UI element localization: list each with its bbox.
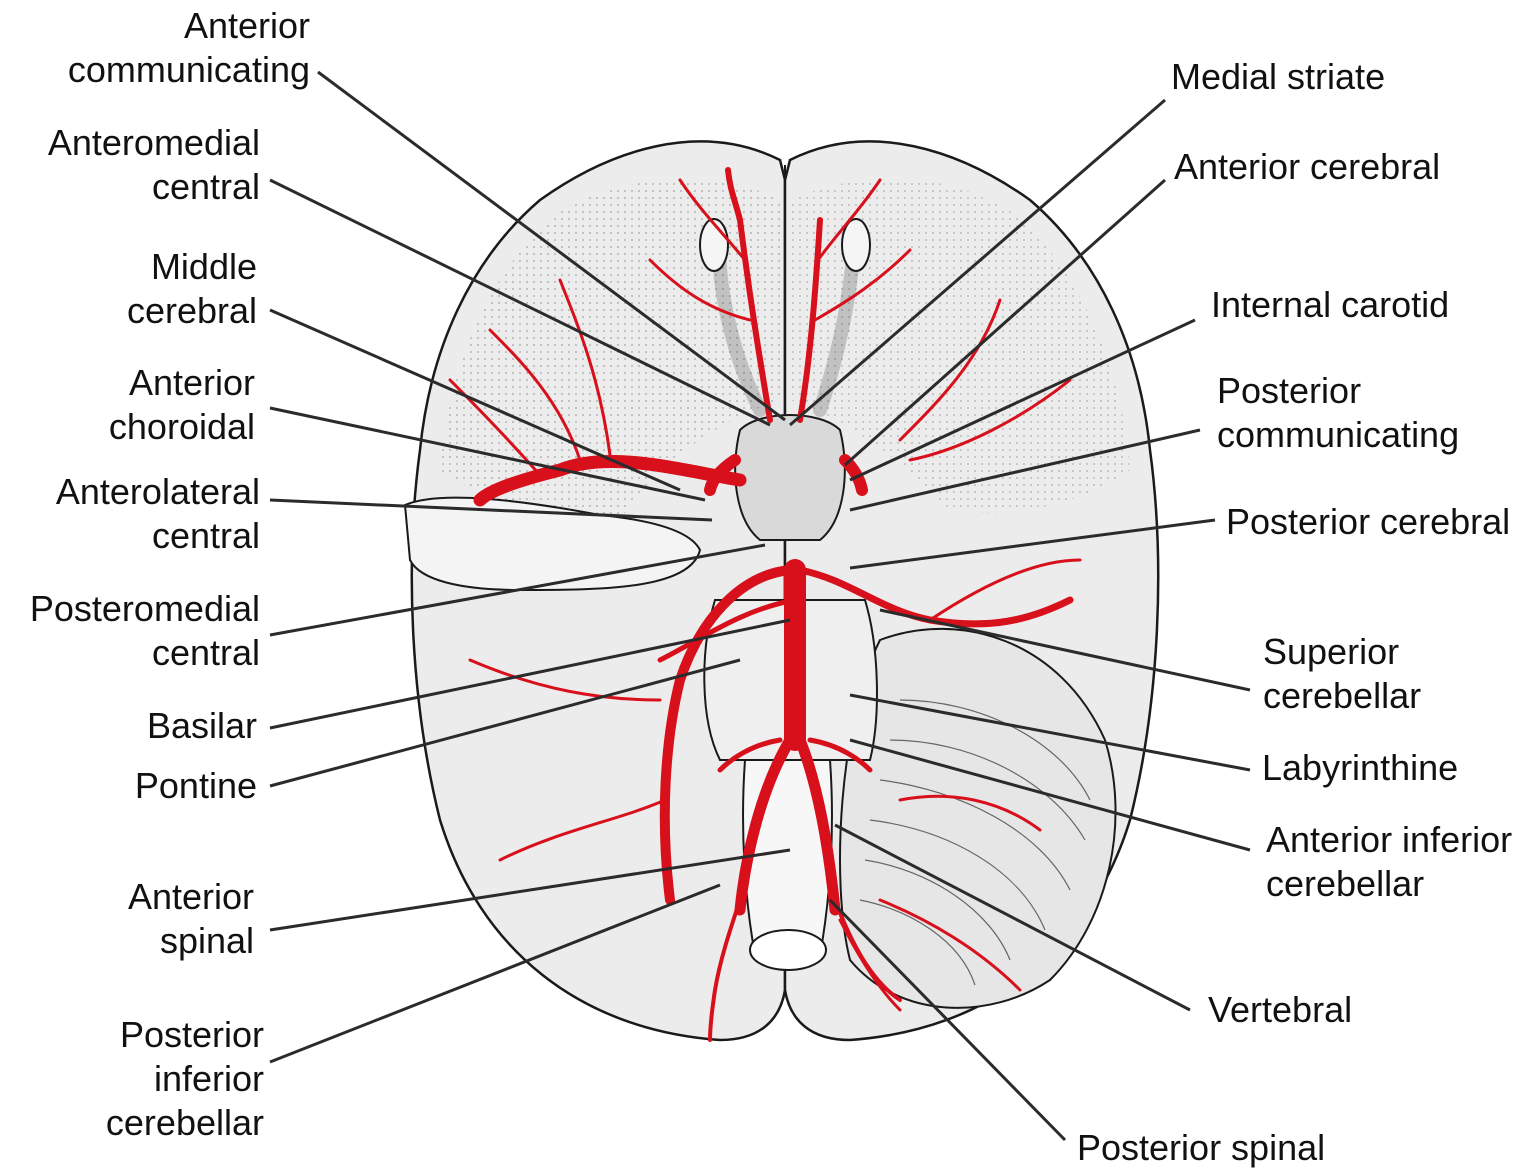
label-vertebral: Vertebral: [1208, 988, 1352, 1032]
label-medial-striate: Medial striate: [1171, 55, 1385, 99]
label-posteromedial-central: Posteromedial central: [30, 587, 260, 675]
label-posterior-spinal: Posterior spinal: [1077, 1126, 1325, 1170]
label-anterior-choroidal: Anterior choroidal: [109, 361, 255, 449]
label-anterior-inferior-cerebellar: Anterior inferior cerebellar: [1266, 818, 1512, 906]
label-internal-carotid: Internal carotid: [1211, 283, 1449, 327]
label-anterior-communicating: Anterior communicating: [68, 4, 310, 92]
label-basilar: Basilar: [147, 704, 257, 748]
label-labyrinthine: Labyrinthine: [1262, 746, 1458, 790]
label-middle-cerebral: Middle cerebral: [127, 245, 257, 333]
label-pontine: Pontine: [135, 764, 257, 808]
spinal-cord-cut: [750, 930, 826, 970]
label-anterior-cerebral: Anterior cerebral: [1174, 145, 1440, 189]
label-posterior-cerebral: Posterior cerebral: [1226, 500, 1510, 544]
label-superior-cerebellar: Superior cerebellar: [1263, 630, 1421, 718]
label-anterolateral-central: Anterolateral central: [56, 470, 260, 558]
label-posterior-inferior-cerebellar: Posterior inferior cerebellar: [106, 1013, 264, 1145]
left-olfactory-bulb: [700, 219, 728, 271]
label-anteromedial-central: Anteromedial central: [48, 121, 260, 209]
chiasm-region: [735, 415, 845, 540]
right-olfactory-bulb: [842, 219, 870, 271]
label-posterior-communicating: Posterior communicating: [1217, 369, 1459, 457]
label-anterior-spinal: Anterior spinal: [128, 875, 254, 963]
